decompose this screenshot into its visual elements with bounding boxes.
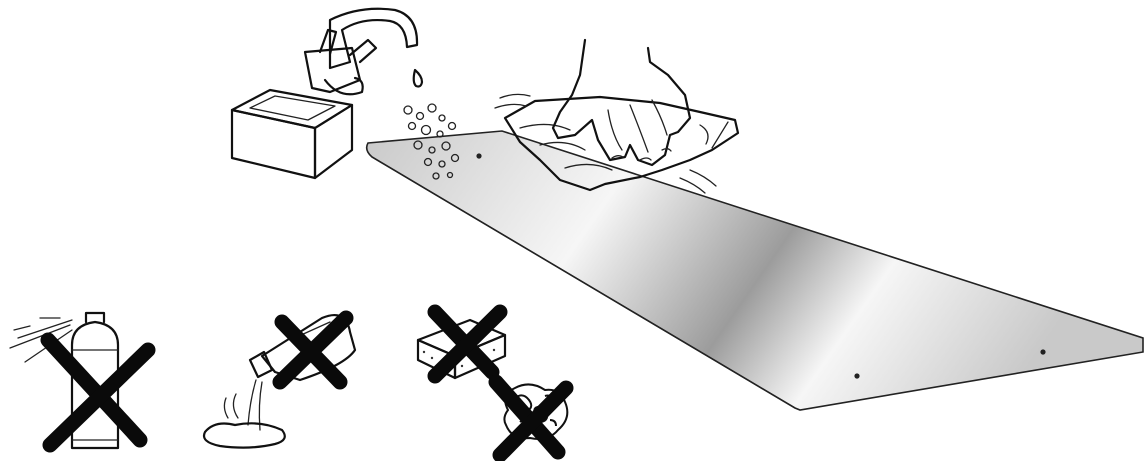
cross-mark-icon xyxy=(48,340,148,445)
forbidden-aerosol-spray xyxy=(10,313,148,448)
cross-mark-icon xyxy=(496,382,566,455)
forbidden-abrasive-sponge xyxy=(418,312,505,378)
mounting-hole xyxy=(476,153,481,158)
mounting-hole xyxy=(854,373,859,378)
water-drop xyxy=(414,70,422,87)
cross-mark-icon xyxy=(280,318,346,382)
forbidden-steel-wool xyxy=(496,382,567,455)
faucet-icon xyxy=(305,9,422,95)
mounting-hole xyxy=(1040,349,1045,354)
forbidden-chemical-solvent xyxy=(204,315,355,448)
soap-box-icon xyxy=(232,90,352,178)
hand xyxy=(553,40,690,165)
